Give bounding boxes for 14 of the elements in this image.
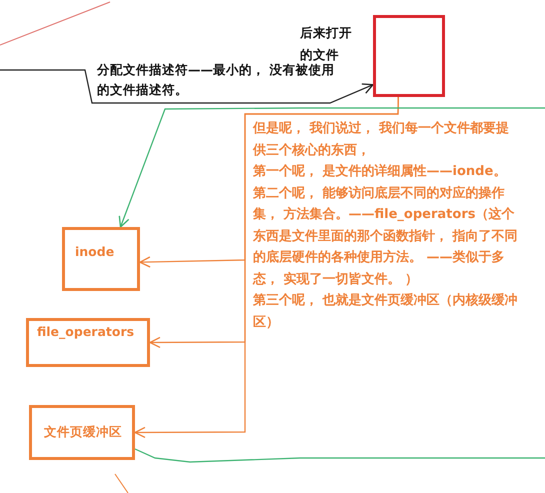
note-paragraph: 第二个呢， 能够访问底层不同的对应的操作集， 方法集合。——file_operators（这个东西是文件里面的那个函数指针， 指向了不同的底层硬件的各种使用方法。 ——类似于多态， 实现了一切皆文件。 ） bbox=[253, 184, 519, 288]
arrow bbox=[118, 107, 545, 228]
label-box: inode bbox=[62, 227, 140, 291]
label-box: 文件页缓冲区 bbox=[29, 405, 135, 460]
note-paragraph: 第一个呢， 是文件的详细属性——ionde。 bbox=[253, 162, 508, 181]
note-paragraph: 第三个呢， 也就是文件页缓冲区（内核级缓冲区） bbox=[253, 292, 519, 332]
empty-box bbox=[373, 15, 445, 97]
label-box: file_operators bbox=[26, 318, 150, 367]
caption-text: 后来打开的文件 bbox=[300, 24, 353, 63]
note-text: 分配文件描述符——最小的， 没有被使用的文件描述符。 bbox=[97, 60, 347, 100]
connector-line bbox=[134, 448, 545, 463]
arrow bbox=[134, 97, 399, 438]
note-paragraph: 但是呢， 我们说过， 我们每一个文件都要提供三个核心的东西， bbox=[253, 120, 510, 160]
arrow bbox=[0, 69, 374, 104]
